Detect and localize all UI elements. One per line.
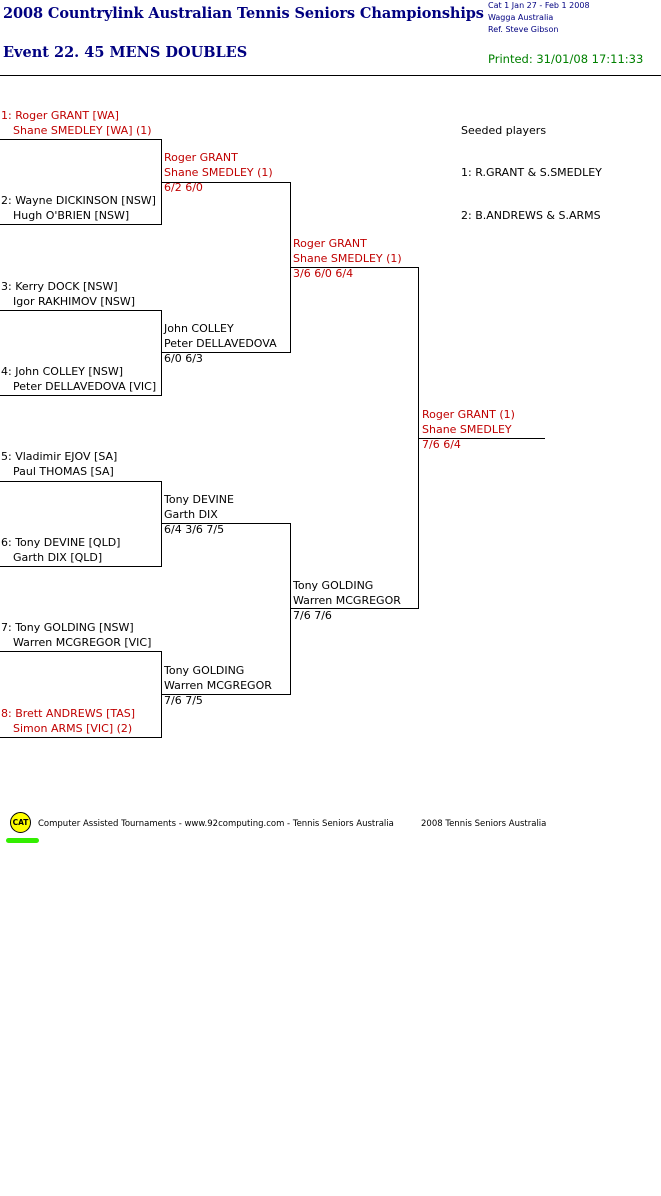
r1-entry-2-player2: Hugh O'BRIEN [NSW] [13, 209, 130, 222]
bracket-line [418, 438, 545, 439]
header-divider [0, 75, 661, 76]
r2-match-3-player2: Garth DIX [164, 508, 218, 521]
bracket-line [0, 310, 162, 311]
r2-match-4-player1: Tony GOLDING [164, 664, 245, 677]
r3-match-1-player2: Shane SMEDLEY (1) [293, 252, 402, 265]
meta-location: Wagga Australia [488, 13, 554, 22]
r2-match-1-player1: Roger GRANT [164, 151, 238, 164]
r1-entry-7-player1: 7: Tony GOLDING [NSW] [1, 621, 134, 634]
bracket-line [0, 481, 162, 482]
r2-match-1-player2: Shane SMEDLEY (1) [164, 166, 273, 179]
r1-entry-3-player2: Igor RAKHIMOV [NSW] [13, 295, 136, 308]
footer-copyright: 2008 Tennis Seniors Australia [421, 819, 547, 829]
r1-entry-7-player2: Warren MCGREGOR [VIC] [13, 636, 152, 649]
final-player2: Shane SMEDLEY [422, 423, 512, 436]
meta-referee: Ref. Steve Gibson [488, 25, 559, 34]
r2-match-3-player1: Tony DEVINE [164, 493, 234, 506]
bracket-line [161, 481, 162, 567]
seeded-item-2: 2: B.ANDREWS & S.ARMS [461, 209, 601, 222]
bracket-line [0, 566, 162, 567]
bracket-line [0, 224, 162, 225]
printed-timestamp: Printed: 31/01/08 17:11:33 [488, 52, 644, 66]
r2-match-2-player2: Peter DELLAVEDOVA [164, 337, 277, 350]
bracket-line [161, 310, 162, 396]
meta-dates: Cat 1 Jan 27 - Feb 1 2008 [488, 1, 590, 10]
r1-entry-6-player2: Garth DIX [QLD] [13, 551, 103, 564]
event-title: Event 22. 45 MENS DOUBLES [3, 44, 248, 61]
r2-match-3-score: 6/4 3/6 7/5 [164, 523, 225, 536]
bracket-line [0, 395, 162, 396]
final-player1: Roger GRANT (1) [422, 408, 515, 421]
r3-match-1-player1: Roger GRANT [293, 237, 367, 250]
footer-credit: Computer Assisted Tournaments - www.92co… [38, 819, 394, 829]
r2-match-1-score: 6/2 6/0 [164, 181, 203, 194]
r1-entry-1-player1: 1: Roger GRANT [WA] [1, 109, 119, 122]
tournament-title: 2008 Countrylink Australian Tennis Senio… [3, 5, 484, 22]
seeded-item-1: 1: R.GRANT & S.SMEDLEY [461, 166, 602, 179]
bracket-line [0, 737, 162, 738]
r1-entry-4-player1: 4: John COLLEY [NSW] [1, 365, 124, 378]
r2-match-4-score: 7/6 7/5 [164, 694, 203, 707]
r3-match-2-player2: Warren MCGREGOR [293, 594, 401, 607]
r1-entry-8-player2: Simon ARMS [VIC] (2) [13, 722, 133, 735]
bracket-line [290, 523, 291, 695]
r1-entry-8-player1: 8: Brett ANDREWS [TAS] [1, 707, 136, 720]
seeded-heading: Seeded players [461, 124, 547, 137]
r2-match-4-player2: Warren MCGREGOR [164, 679, 272, 692]
r1-entry-2-player1: 2: Wayne DICKINSON [NSW] [1, 194, 156, 207]
r1-entry-6-player1: 6: Tony DEVINE [QLD] [1, 536, 121, 549]
bracket-line [161, 694, 291, 695]
r3-match-1-score: 3/6 6/0 6/4 [293, 267, 354, 280]
cat-logo: CAT [10, 812, 31, 833]
bracket-line [0, 139, 162, 140]
r2-match-2-player1: John COLLEY [164, 322, 234, 335]
bracket-line [290, 267, 419, 268]
r1-entry-5-player2: Paul THOMAS [SA] [13, 465, 114, 478]
r3-match-2-score: 7/6 7/6 [293, 609, 332, 622]
bracket-line [161, 523, 291, 524]
r3-match-2-player1: Tony GOLDING [293, 579, 374, 592]
r1-entry-5-player1: 5: Vladimir EJOV [SA] [1, 450, 118, 463]
bracket-line [161, 182, 291, 183]
final-score: 7/6 6/4 [422, 438, 461, 451]
bracket-line [290, 608, 419, 609]
r1-entry-1-player2: Shane SMEDLEY [WA] (1) [13, 124, 152, 137]
r1-entry-4-player2: Peter DELLAVEDOVA [VIC] [13, 380, 157, 393]
r2-match-2-score: 6/0 6/3 [164, 352, 203, 365]
r1-entry-3-player1: 3: Kerry DOCK [NSW] [1, 280, 118, 293]
bracket-line [161, 352, 291, 353]
cat-logo-underline [6, 838, 39, 843]
bracket-line [0, 651, 162, 652]
